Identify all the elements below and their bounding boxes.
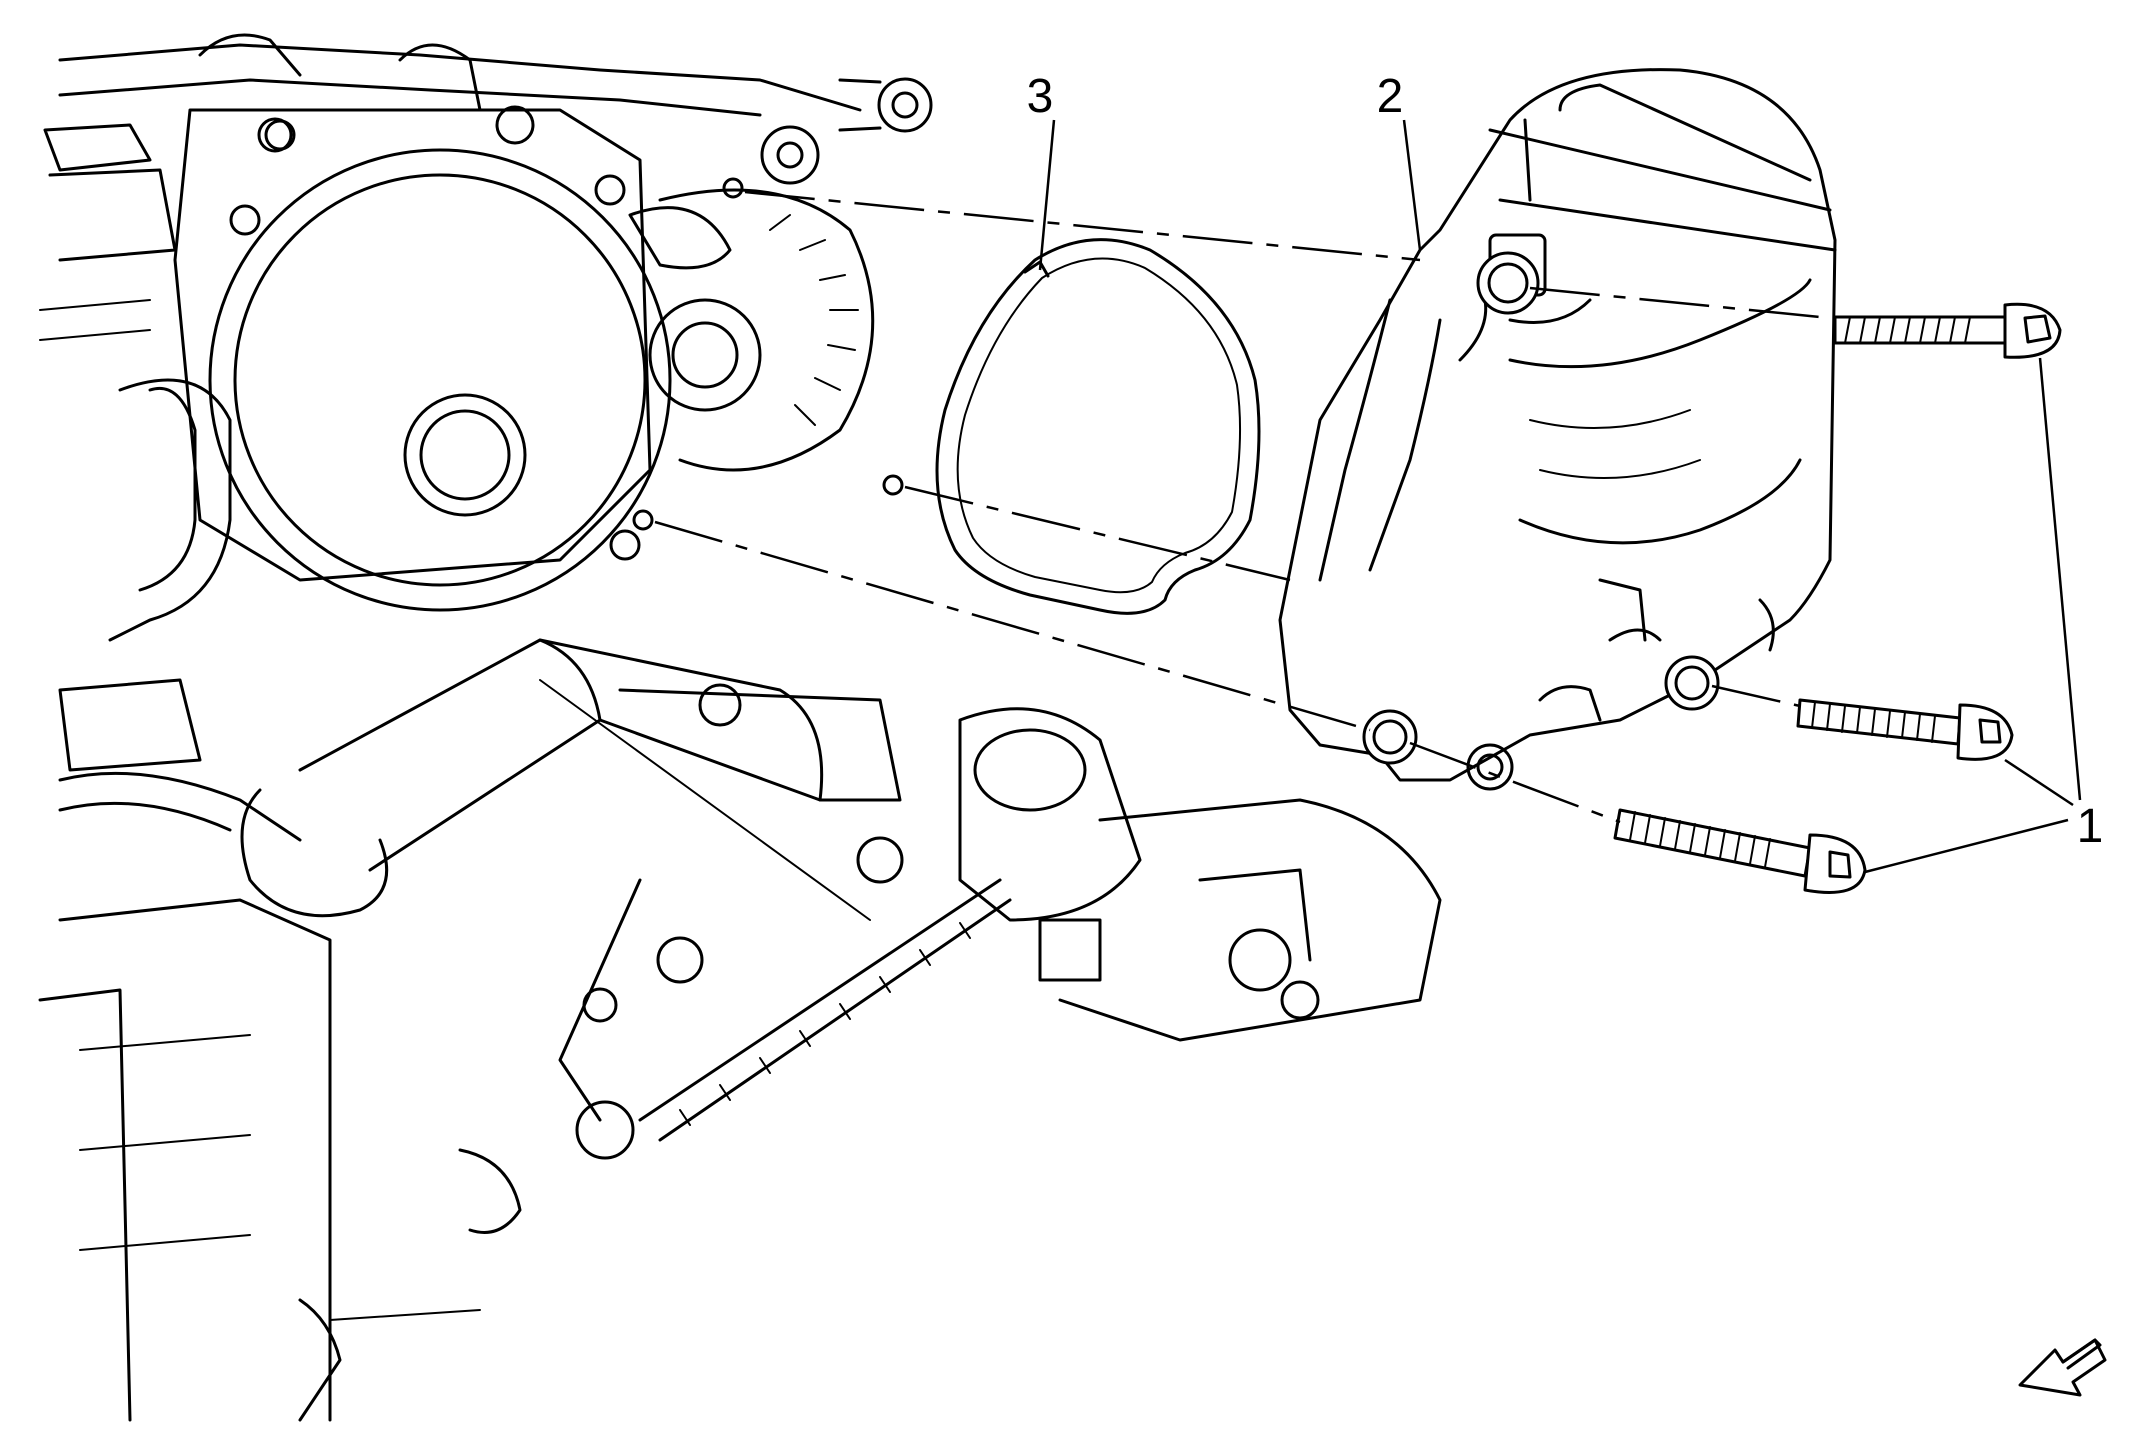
engine-upper-harness: [39, 33, 933, 341]
actuator-housing: [958, 707, 1442, 1042]
coolant-outlet-pipe: [240, 638, 904, 1023]
assembly-alignment-lines: [654, 190, 1831, 824]
callout-3: 3: [1027, 70, 1054, 123]
thermostat-housing: [1278, 68, 1837, 791]
thermostat-housing-gasket: [935, 238, 1261, 615]
callout-leader-lines: [1038, 119, 2082, 874]
callout-1: 1: [2077, 800, 2104, 853]
camshaft-sprocket: [628, 125, 875, 472]
bolt-lower: [1613, 808, 1867, 894]
view-direction-arrow-icon: [2018, 1338, 2107, 1397]
timing-chain: [558, 878, 1012, 1160]
thermostat-housing-bolts: [1613, 302, 2062, 894]
callout-2: 2: [1377, 70, 1404, 123]
bolt-upper: [1833, 302, 2062, 359]
left-coolant-hose: [58, 378, 302, 842]
lower-engine-cover: [38, 898, 522, 1422]
bolt-middle: [1796, 698, 2014, 761]
engine-mounting-holes: [632, 177, 904, 531]
water-pump-housing: [173, 108, 672, 612]
